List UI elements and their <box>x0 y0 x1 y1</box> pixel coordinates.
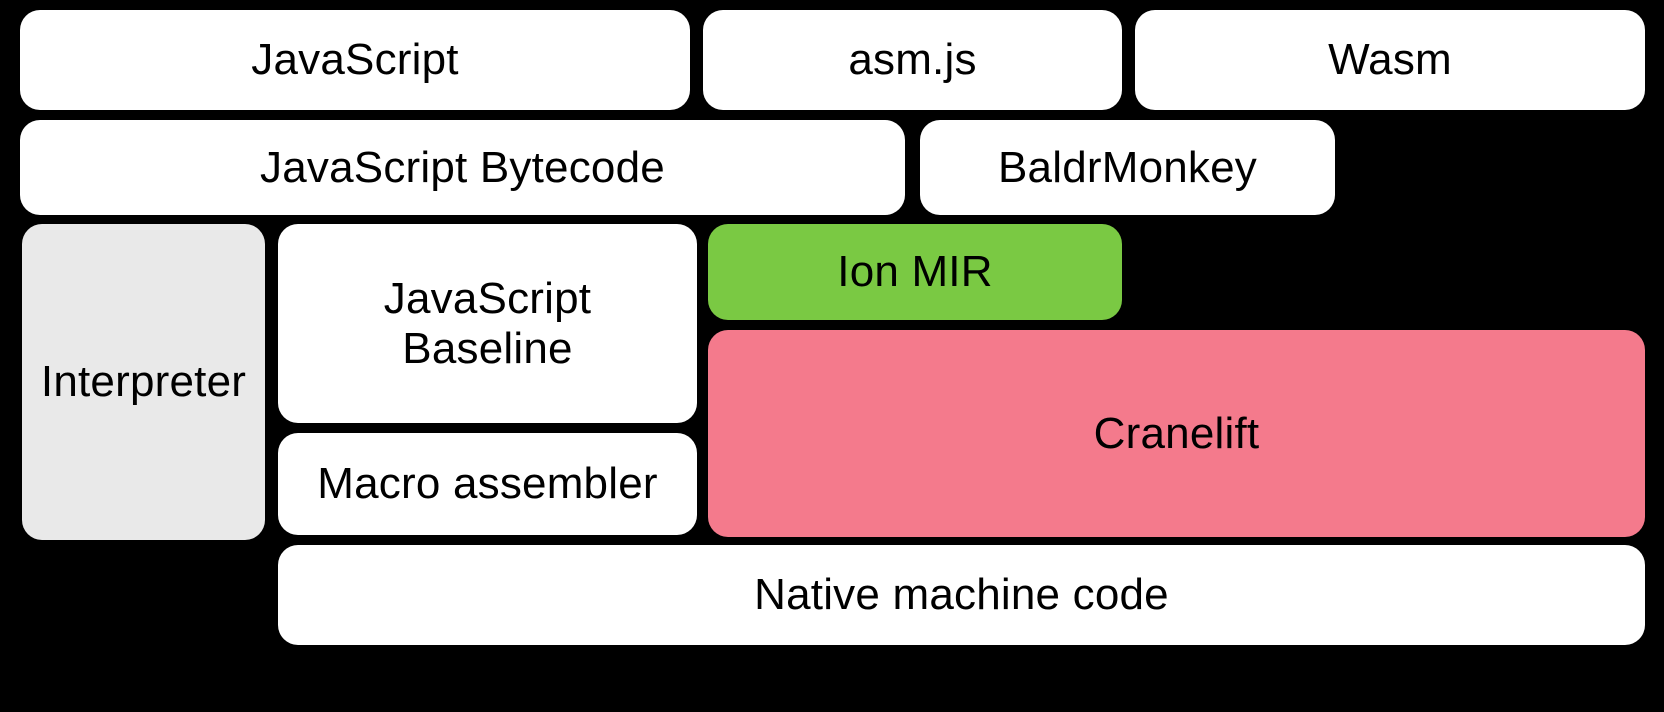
node-baldrmonkey[interactable]: BaldrMonkey <box>920 120 1335 215</box>
node-asm-js[interactable]: asm.js <box>703 10 1122 110</box>
node-macro-assembler[interactable]: Macro assembler <box>278 433 697 535</box>
node-wasm[interactable]: Wasm <box>1135 10 1645 110</box>
node-javascript[interactable]: JavaScript <box>20 10 690 110</box>
node-native-machine-code[interactable]: Native machine code <box>278 545 1645 645</box>
node-javascript-bytecode[interactable]: JavaScript Bytecode <box>20 120 905 215</box>
node-javascript-baseline[interactable]: JavaScript Baseline <box>278 224 697 423</box>
node-interpreter[interactable]: Interpreter <box>22 224 265 540</box>
node-ion-mir[interactable]: Ion MIR <box>708 224 1122 320</box>
node-cranelift[interactable]: Cranelift <box>708 330 1645 537</box>
